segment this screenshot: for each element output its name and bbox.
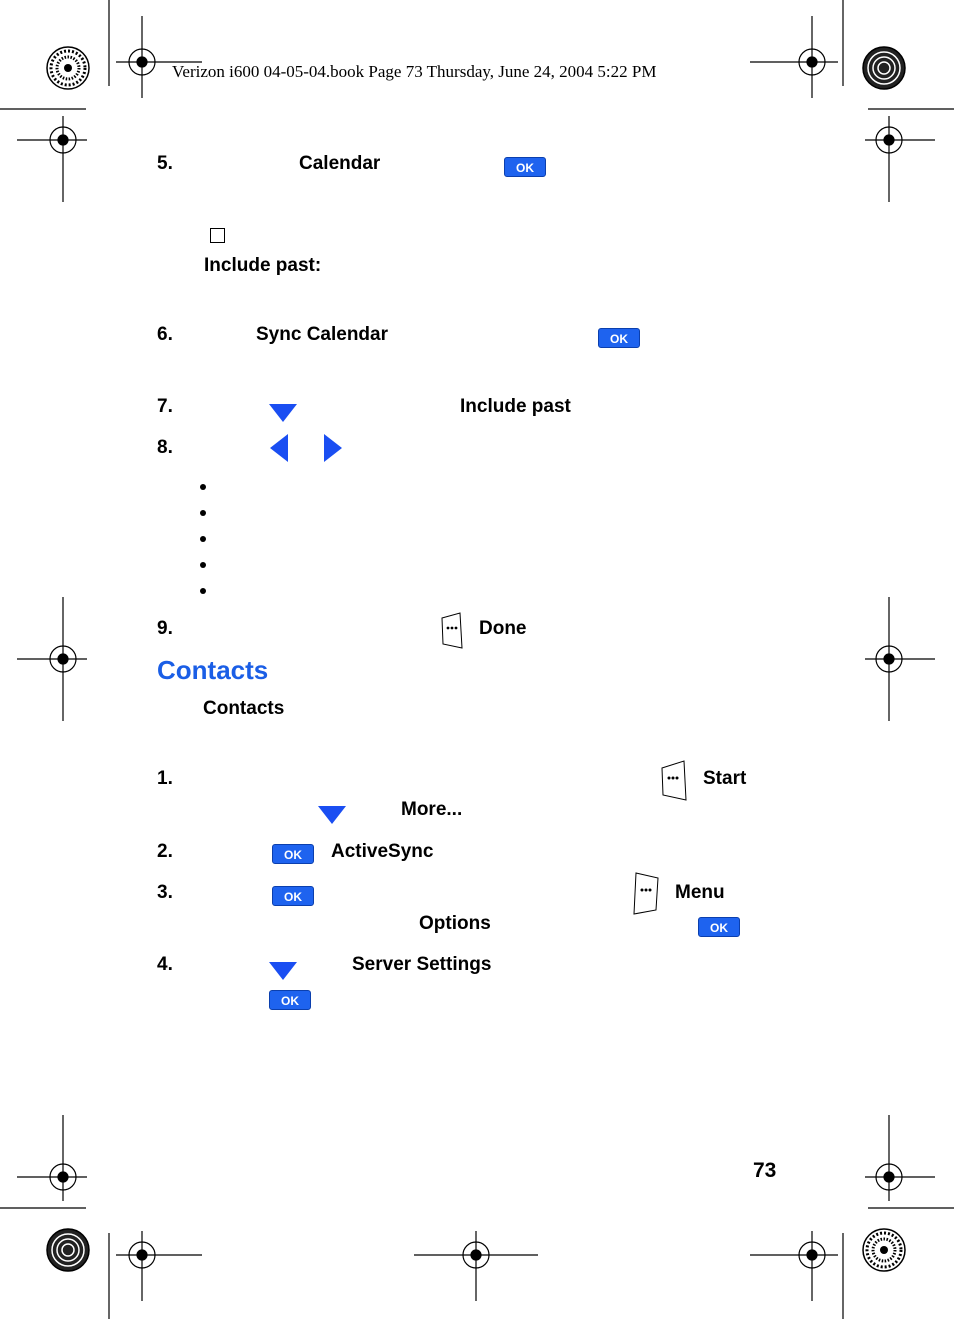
step-8-number: 8. (157, 437, 173, 458)
bullet (200, 562, 206, 568)
ok-icon: OK (269, 990, 311, 1010)
more-label: More... (401, 799, 463, 820)
sync-calendar-label: Sync Calendar (256, 324, 388, 345)
softkey-icon (661, 760, 687, 801)
contacts-step-1-number: 1. (157, 768, 173, 789)
ok-icon: OK (272, 886, 314, 906)
start-label: Start (703, 768, 747, 789)
done-label: Done (479, 618, 527, 639)
checkbox-icon (210, 228, 225, 243)
page-number: 73 (753, 1159, 777, 1182)
step-5-number: 5. (157, 153, 173, 174)
contacts-step-4-number: 4. (157, 954, 173, 975)
nav-right-icon (324, 434, 342, 462)
softkey-icon (633, 872, 659, 915)
bullet (200, 536, 206, 542)
bullet (200, 588, 206, 594)
activesync-label: ActiveSync (331, 841, 434, 862)
contacts-subheading: Contacts (203, 698, 285, 719)
server-settings-label: Server Settings (352, 954, 492, 975)
nav-left-icon (270, 434, 288, 462)
include-past-label: Include past: (204, 255, 322, 276)
options-label: Options (419, 913, 491, 934)
nav-down-icon (318, 806, 346, 824)
section-heading: Contacts (157, 655, 269, 685)
step-7-number: 7. (157, 396, 173, 417)
step-9-number: 9. (157, 618, 173, 639)
contacts-step-2-number: 2. (157, 841, 173, 862)
ok-icon: OK (504, 157, 546, 177)
ok-icon: OK (598, 328, 640, 348)
softkey-icon (441, 612, 463, 649)
nav-down-icon (269, 404, 297, 422)
bullet (200, 484, 206, 490)
include-past-option: Include past (460, 396, 571, 417)
ok-icon: OK (698, 917, 740, 937)
contacts-step-3-number: 3. (157, 882, 173, 903)
calendar-label: Calendar (299, 153, 381, 174)
bullet (200, 510, 206, 516)
menu-label: Menu (675, 882, 725, 903)
nav-down-icon (269, 962, 297, 980)
book-header: Verizon i600 04-05-04.book Page 73 Thurs… (172, 62, 657, 81)
step-6-number: 6. (157, 324, 173, 345)
ok-icon: OK (272, 844, 314, 864)
